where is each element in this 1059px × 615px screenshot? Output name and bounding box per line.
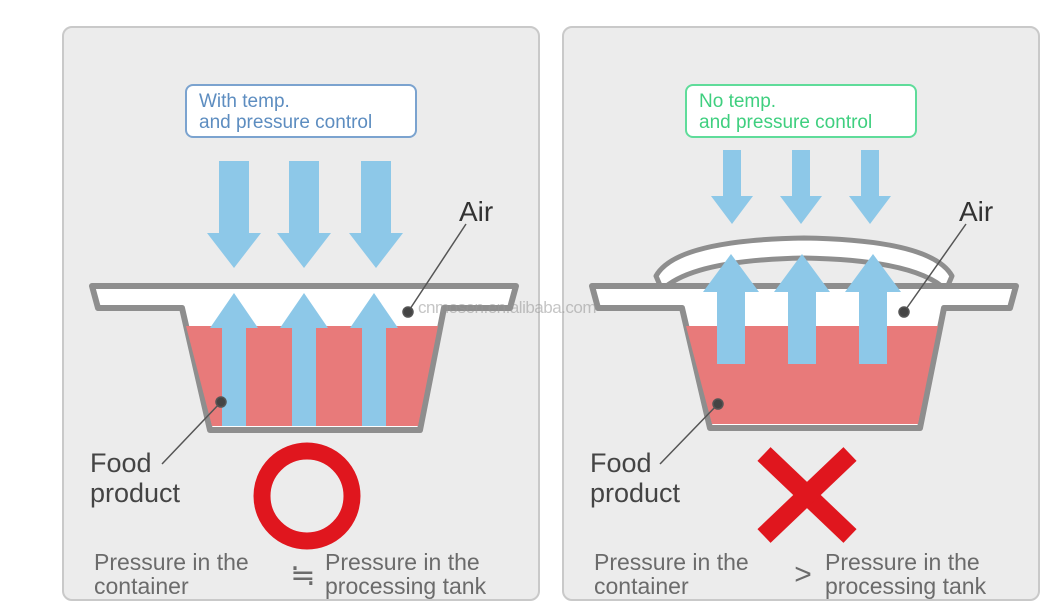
label-line-2: and pressure control bbox=[699, 112, 873, 133]
label-line-1: No temp. bbox=[699, 91, 777, 112]
up-arrow-icon bbox=[210, 293, 258, 426]
food-label-line-1: Food bbox=[90, 448, 152, 478]
container-diagram-without-control bbox=[589, 150, 1019, 543]
up-arrow-icon bbox=[350, 293, 398, 426]
food-leader-dot bbox=[712, 398, 724, 410]
up-arrow-icon bbox=[280, 293, 328, 426]
air-leader-dot bbox=[402, 306, 414, 318]
food-label-line-2: product bbox=[590, 478, 681, 508]
air-label: Air bbox=[459, 196, 494, 227]
container-pressure-line-1: Pressure in the bbox=[594, 549, 749, 575]
air-leader-line bbox=[407, 223, 467, 313]
label-line-1: With temp. bbox=[199, 91, 290, 112]
tank-pressure-text: Pressure in the processing tank bbox=[825, 550, 986, 598]
tank-pressure-line-1: Pressure in the bbox=[825, 549, 980, 575]
with-control-label: With temp. and pressure control bbox=[185, 84, 417, 138]
container-pressure-text: Pressure in the container bbox=[94, 550, 249, 598]
tank-pressure-line-2: processing tank bbox=[825, 573, 987, 599]
container-pressure-line-2: container bbox=[594, 573, 689, 599]
panel-without-control: No temp. and pressure control Air Food p… bbox=[562, 26, 1040, 601]
circle-mark-icon bbox=[253, 442, 361, 550]
down-arrow-icon bbox=[207, 161, 261, 268]
food-label-line-1: Food bbox=[590, 448, 652, 478]
external-pressure-arrows bbox=[711, 150, 891, 224]
tank-pressure-text: Pressure in the processing tank bbox=[325, 550, 486, 598]
watermark: cnmosen.en.alibaba.com bbox=[418, 298, 597, 317]
air-label: Air bbox=[959, 196, 994, 227]
internal-pressure-arrows bbox=[703, 254, 901, 364]
container-pressure-text: Pressure in the container bbox=[594, 550, 749, 598]
food-label-line-2: product bbox=[90, 478, 181, 508]
down-arrow-icon bbox=[277, 161, 331, 268]
food-leader-line bbox=[659, 403, 719, 465]
down-arrow-icon bbox=[711, 150, 753, 224]
food-leader-dot bbox=[215, 396, 227, 408]
label-line-2: and pressure control bbox=[199, 112, 373, 133]
tank-pressure-line-2: processing tank bbox=[325, 573, 487, 599]
down-arrow-icon bbox=[780, 150, 822, 224]
internal-pressure-arrows bbox=[210, 293, 398, 426]
air-leader-dot bbox=[898, 306, 910, 318]
up-arrow-icon bbox=[774, 254, 830, 364]
approx-equal-symbol: ≒ bbox=[290, 559, 316, 592]
up-arrow-icon bbox=[703, 254, 759, 364]
food-product-label: Food product bbox=[90, 448, 180, 508]
air-leader-line bbox=[903, 223, 967, 313]
down-arrow-icon bbox=[349, 161, 403, 268]
container-pressure-line-2: container bbox=[94, 573, 189, 599]
greater-than-symbol: > bbox=[794, 558, 812, 591]
down-arrow-icon bbox=[849, 150, 891, 224]
food-leader-line bbox=[161, 401, 222, 465]
container-diagram-with-control bbox=[89, 161, 519, 550]
container-pressure-line-1: Pressure in the bbox=[94, 549, 249, 575]
up-arrow-icon bbox=[845, 254, 901, 364]
food-product-label: Food product bbox=[590, 448, 680, 508]
panel-with-control: With temp. and pressure control Air Food… bbox=[62, 26, 540, 601]
no-control-label: No temp. and pressure control bbox=[685, 84, 917, 138]
tank-pressure-line-1: Pressure in the bbox=[325, 549, 480, 575]
cross-mark-icon bbox=[757, 447, 857, 543]
external-pressure-arrows bbox=[207, 161, 403, 268]
